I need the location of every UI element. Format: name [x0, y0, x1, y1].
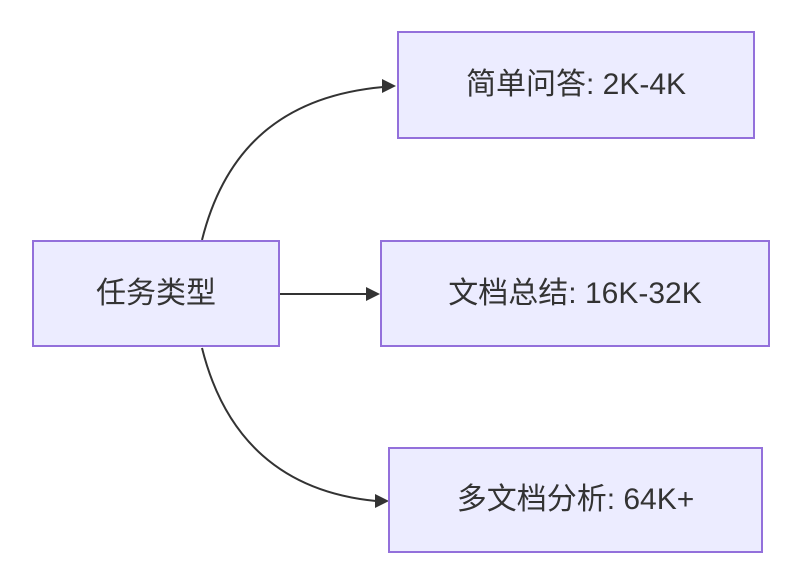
- node-simple-qa: 简单问答: 2K-4K: [397, 31, 755, 139]
- node-task-type-label: 任务类型: [96, 276, 216, 310]
- node-simple-qa-label: 简单问答: 2K-4K: [465, 68, 687, 102]
- edge-root-to-simple-qa: [201, 86, 384, 241]
- arrowhead-multi-doc: [375, 494, 389, 508]
- node-multi-doc-label: 多文档分析: 64K+: [456, 483, 695, 517]
- node-doc-summary: 文档总结: 16K-32K: [380, 240, 770, 347]
- node-doc-summary-label: 文档总结: 16K-32K: [448, 276, 702, 310]
- edge-root-to-multi-doc: [201, 347, 377, 502]
- arrowhead-doc-summary: [366, 287, 380, 301]
- arrowhead-simple-qa: [382, 79, 396, 93]
- node-task-type: 任务类型: [32, 240, 280, 347]
- node-multi-doc: 多文档分析: 64K+: [388, 447, 763, 553]
